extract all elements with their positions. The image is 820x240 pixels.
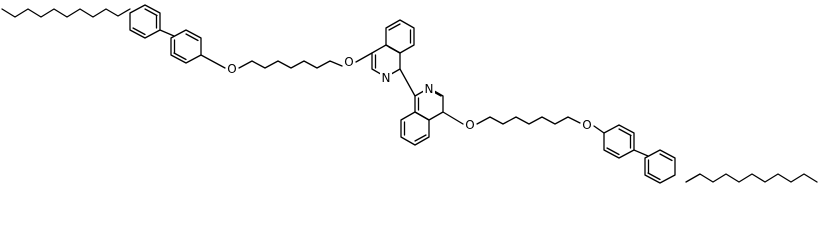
ether-oxygen-label: O [582,118,591,132]
lower-biphenyl-ring-a [603,124,635,159]
upper-isoquinoline [371,19,415,78]
upper-aryl-ether-bond [200,54,226,69]
lower-octyl-chain [685,173,818,183]
upper-hexyl-linker [238,60,343,69]
ether-oxygen-label: O [344,55,353,69]
lower-isoquinoline-ether-bond [442,111,464,125]
lower-biaryl-bond [633,149,649,157]
ether-oxygen-label: O [465,118,474,132]
upper-biphenyl-ring-a [129,4,161,39]
upper-biaryl-bond [159,29,175,37]
bi-isoquinoline-bond [399,68,416,97]
nitrogen-label: N [425,82,434,96]
lower-isoquinoline [400,87,444,146]
nitrogen-label: N [382,71,391,85]
lower-aryl-ether-bond [593,125,605,134]
chemical-structure: O O N N O O [1,4,818,184]
upper-octyl-chain [1,8,131,18]
upper-biphenyl-ring-b [170,29,202,64]
ether-oxygen-label: O [227,62,236,76]
upper-isoquinoline-ether-bond [355,52,373,63]
lower-hexyl-linker [476,116,581,125]
lower-biphenyl-ring-b [644,149,676,184]
